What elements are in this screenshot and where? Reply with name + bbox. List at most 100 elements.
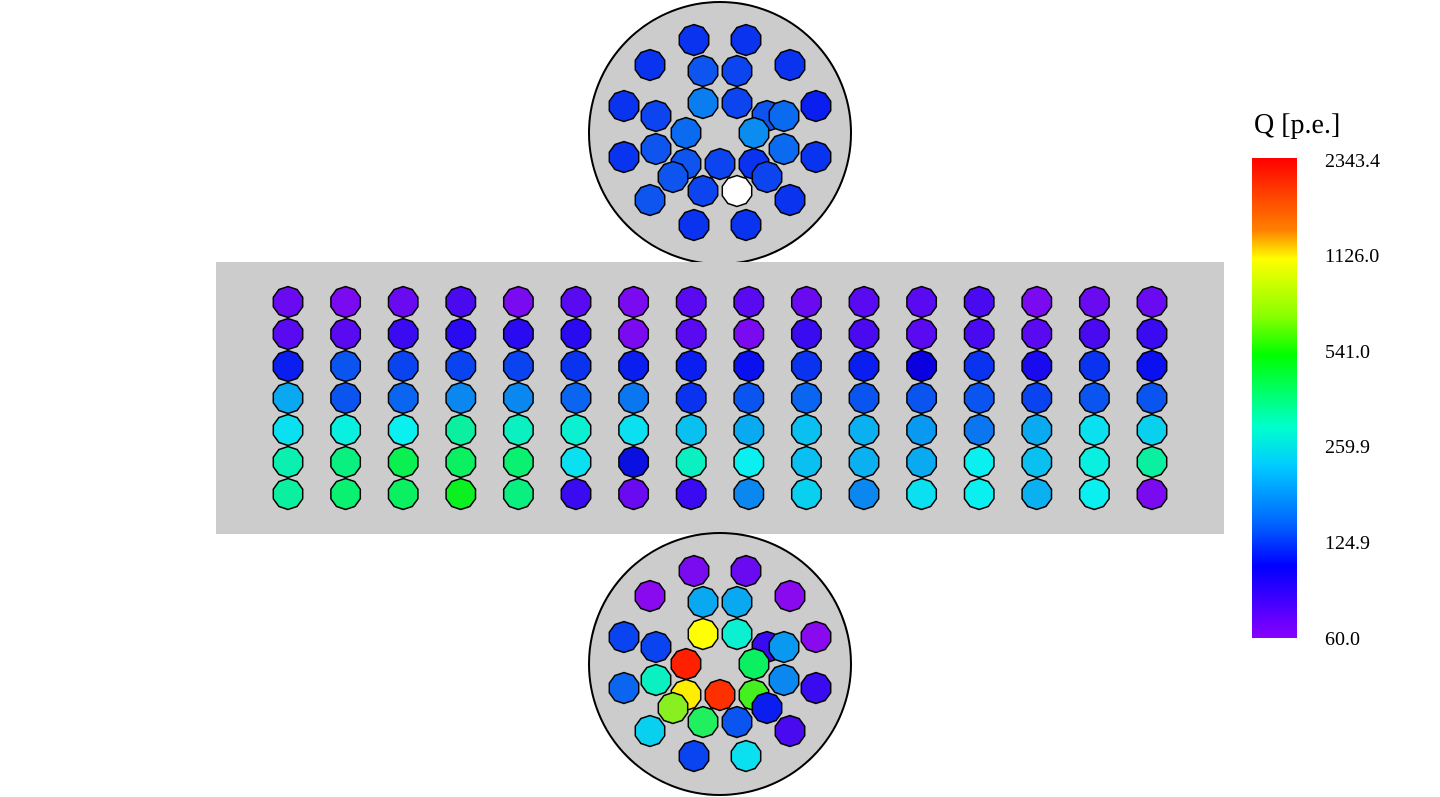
pmt — [721, 617, 753, 651]
colorbar-tick-label: 541.0 — [1325, 341, 1370, 363]
pmt — [768, 132, 800, 166]
pmt — [1136, 349, 1168, 383]
pmt — [330, 317, 362, 351]
pmt — [675, 349, 707, 383]
pmt — [445, 413, 477, 447]
pmt — [733, 413, 765, 447]
pmt — [330, 381, 362, 415]
pmt — [751, 691, 783, 725]
pmt — [800, 671, 832, 705]
pmt — [721, 705, 753, 739]
pmt — [640, 630, 672, 664]
pmt — [618, 445, 650, 479]
pmt — [657, 691, 689, 725]
pmt — [790, 477, 822, 511]
pmt — [963, 445, 995, 479]
pmt — [906, 317, 938, 351]
pmt — [733, 381, 765, 415]
pmt — [768, 630, 800, 664]
pmt — [704, 147, 736, 181]
pmt — [1021, 317, 1053, 351]
pmt — [387, 445, 419, 479]
pmt — [963, 477, 995, 511]
pmt — [330, 349, 362, 383]
pmt — [790, 413, 822, 447]
pmt — [721, 54, 753, 88]
pmt — [730, 23, 762, 57]
pmt — [906, 413, 938, 447]
pmt — [560, 317, 592, 351]
pmt — [906, 349, 938, 383]
colorbar-tick-label: 1126.0 — [1325, 245, 1379, 267]
pmt — [675, 285, 707, 319]
pmt — [502, 477, 534, 511]
pmt — [502, 381, 534, 415]
colorbar — [1252, 158, 1297, 638]
pmt — [687, 705, 719, 739]
pmt — [721, 174, 753, 208]
pmt — [848, 381, 880, 415]
pmt — [738, 116, 770, 150]
pmt — [640, 99, 672, 133]
pmt — [733, 349, 765, 383]
pmt — [670, 116, 702, 150]
pmt — [906, 381, 938, 415]
pmt — [445, 445, 477, 479]
pmt — [330, 413, 362, 447]
colorbar-tick-label: 124.9 — [1325, 532, 1370, 554]
pmt — [906, 477, 938, 511]
pmt — [502, 413, 534, 447]
pmt — [906, 445, 938, 479]
pmt — [657, 160, 689, 194]
pmt — [330, 445, 362, 479]
pmt — [560, 477, 592, 511]
pmt — [608, 671, 640, 705]
pmt — [1078, 477, 1110, 511]
pmt — [790, 285, 822, 319]
pmt — [675, 413, 707, 447]
pmt — [387, 477, 419, 511]
pmt — [1021, 413, 1053, 447]
pmt — [560, 413, 592, 447]
pmt — [272, 477, 304, 511]
pmt — [721, 86, 753, 120]
pmt — [634, 579, 666, 613]
pmt — [560, 349, 592, 383]
pmt — [730, 554, 762, 588]
pmt — [730, 739, 762, 773]
pmt — [1078, 413, 1110, 447]
pmt — [687, 174, 719, 208]
pmt — [640, 663, 672, 697]
pmt — [618, 381, 650, 415]
pmt — [848, 445, 880, 479]
pmt — [560, 381, 592, 415]
pmt — [800, 620, 832, 654]
bottom-array-pmts — [608, 554, 832, 773]
pmt — [634, 183, 666, 217]
pmt — [502, 445, 534, 479]
pmt — [1136, 477, 1168, 511]
colorbar-title: Q [p.e.] — [1254, 109, 1340, 140]
pmt — [387, 381, 419, 415]
side-array-panel — [216, 262, 1224, 534]
pmt — [790, 381, 822, 415]
pmt — [640, 132, 672, 166]
pmt — [1078, 445, 1110, 479]
pmt — [675, 477, 707, 511]
pmt — [678, 23, 710, 57]
pmt — [1078, 349, 1110, 383]
pmt — [678, 739, 710, 773]
pmt — [721, 585, 753, 619]
pmt — [1021, 381, 1053, 415]
colorbar-tick-label: 2343.4 — [1325, 150, 1380, 172]
pmt — [800, 140, 832, 174]
pmt — [730, 208, 762, 242]
bottom-array-disk — [588, 532, 852, 796]
pmt — [634, 714, 666, 748]
pmt — [330, 477, 362, 511]
pmt — [502, 285, 534, 319]
pmt — [768, 99, 800, 133]
pmt — [963, 381, 995, 415]
pmt — [1078, 381, 1110, 415]
pmt — [387, 349, 419, 383]
